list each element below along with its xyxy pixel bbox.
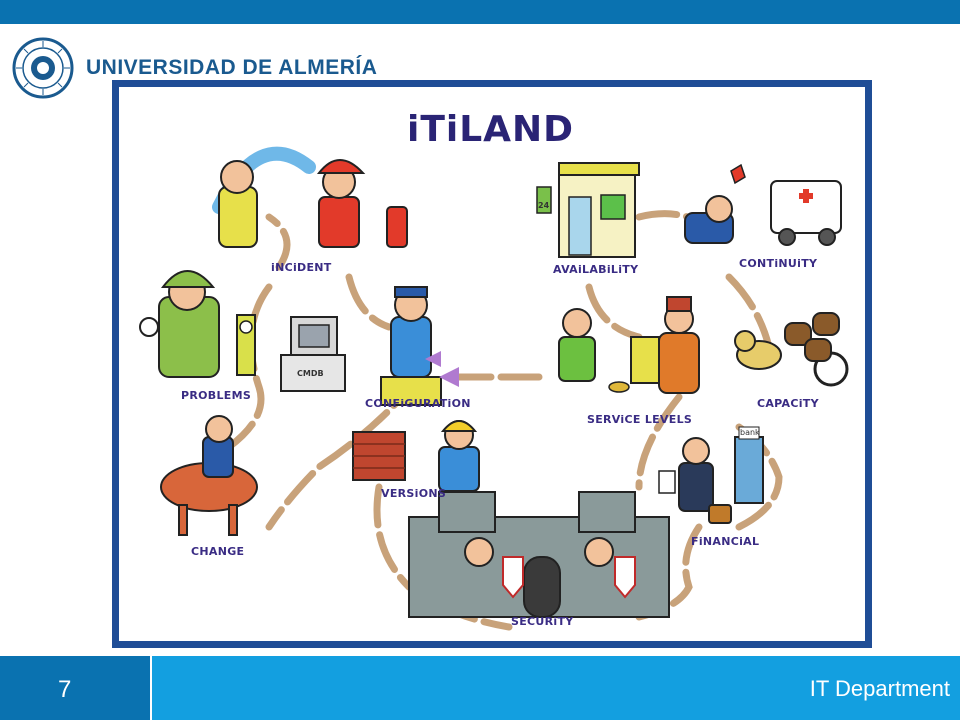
label-capacity: CAPACiTY [757, 397, 819, 410]
incident-figures [218, 159, 408, 248]
itiland-poster: iTiLAND iNCiDENT PROBLEMS CONFiGURATiON … [112, 80, 872, 648]
cmdb-label: CMDB [297, 369, 324, 378]
pharmacy-sign: 24 [538, 201, 550, 210]
label-security: SECURiTY [511, 615, 574, 628]
page-number: 7 [58, 676, 72, 703]
label-service-levels: SERViCE LEVELS [587, 413, 693, 426]
poster-illustration [139, 146, 849, 631]
label-configuration: CONFiGURATiON [365, 397, 471, 410]
university-logo: UNIVERSIDAD DE ALMERÍA [12, 36, 377, 100]
financial-figure [658, 426, 764, 524]
label-versions: VERSiONS [381, 487, 447, 500]
cmdb-computer [280, 316, 346, 392]
department-label: IT Department [809, 676, 950, 701]
service-levels-figures [558, 296, 700, 394]
change-figure [160, 415, 258, 536]
label-problems: PROBLEMS [181, 389, 252, 402]
university-name: UNIVERSIDAD DE ALMERÍA [86, 56, 378, 79]
footer-page-box: 7 [0, 656, 150, 720]
label-financial: FiNANCiAL [691, 535, 760, 548]
top-banner-bar [0, 0, 960, 24]
availability-pharmacy [536, 162, 640, 258]
university-seal-icon [12, 37, 74, 99]
poster-title: iTiLAND [407, 109, 575, 150]
capacity-figure [734, 312, 849, 387]
continuity-figure [684, 163, 842, 246]
bank-label: bank [740, 428, 760, 437]
configuration-figure [380, 286, 442, 406]
security-castle [408, 491, 670, 618]
label-change: CHANGE [191, 545, 245, 558]
label-availability: AVAiLABiLiTY [553, 263, 639, 276]
footer-bar: IT Department [152, 656, 960, 720]
problems-figure [139, 270, 256, 378]
label-incident: iNCiDENT [271, 261, 332, 274]
label-continuity: CONTiNUiTY [739, 257, 818, 270]
versions-figure [352, 420, 480, 492]
